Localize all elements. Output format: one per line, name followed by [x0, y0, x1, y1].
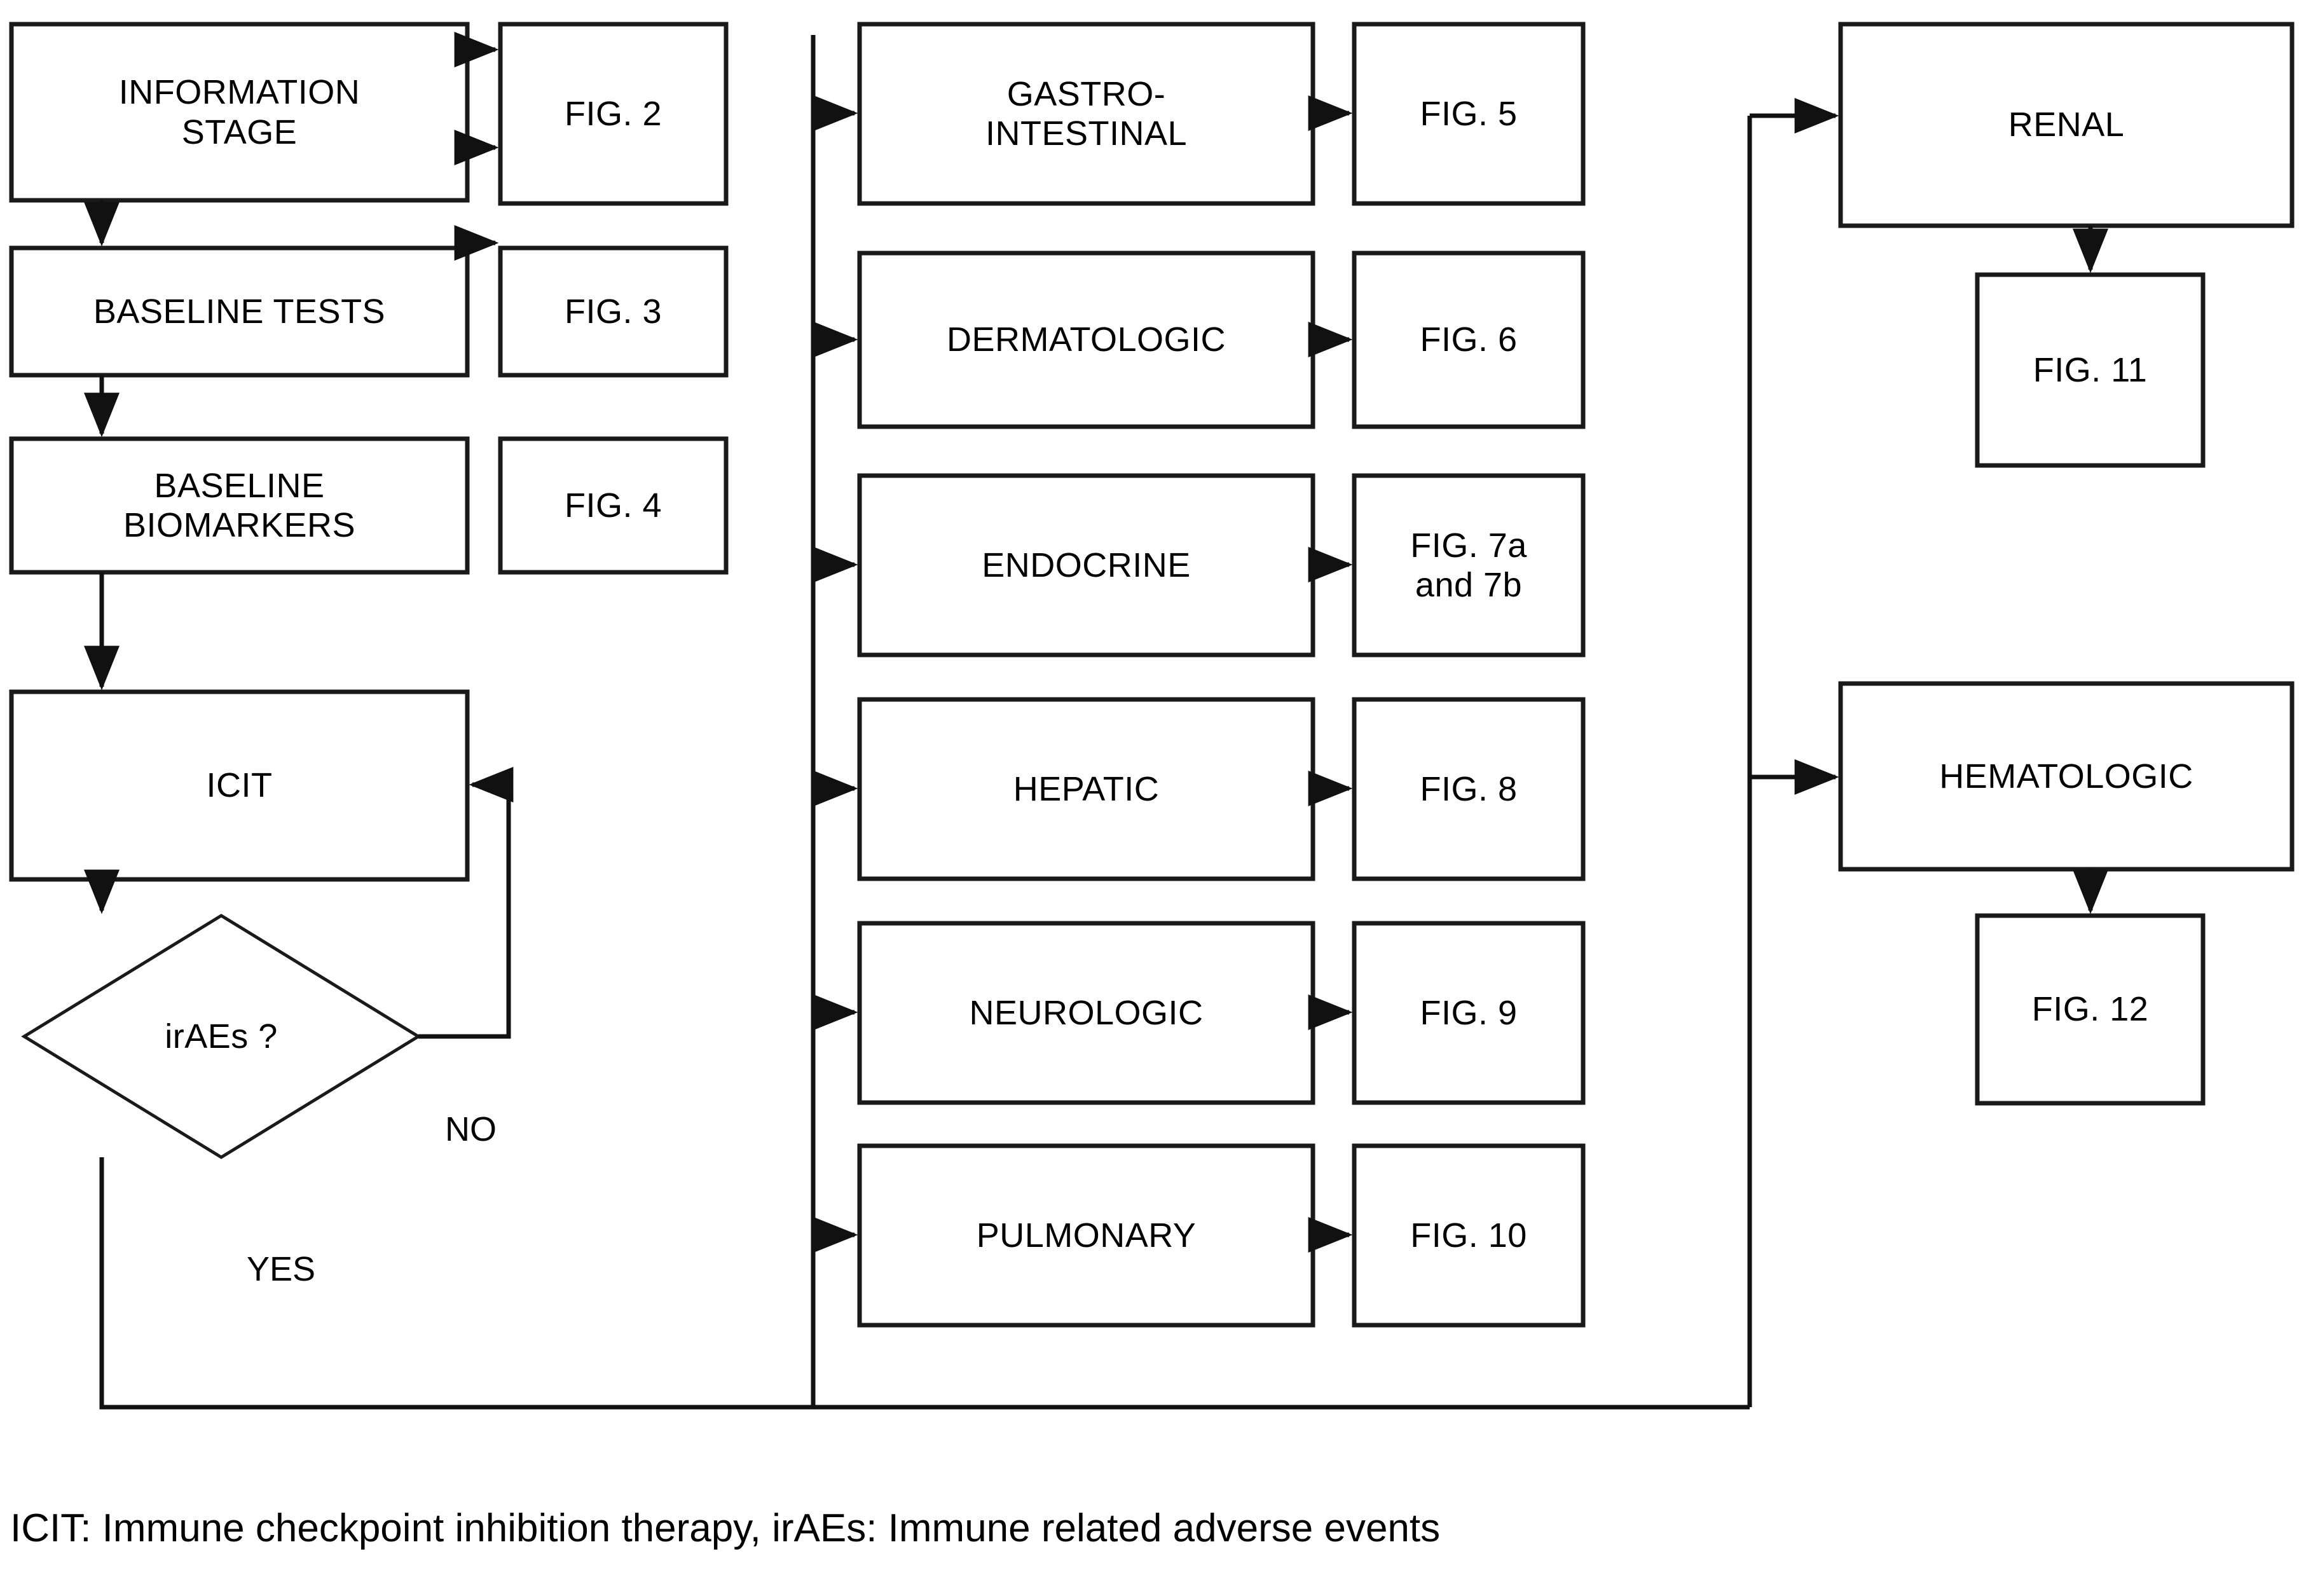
node-fig-11[interactable] [1975, 272, 2206, 468]
node-fig-7a-7b[interactable] [1352, 473, 1586, 657]
node-renal[interactable] [1838, 22, 2295, 228]
node-fig-12[interactable] [1975, 913, 2206, 1106]
node-fig-6[interactable] [1352, 251, 1586, 429]
node-pulmonary[interactable] [857, 1143, 1315, 1328]
edge-label-no: NO [445, 1110, 497, 1148]
node-gastro-intestinal[interactable] [857, 22, 1315, 206]
node-fig-4[interactable] [498, 436, 729, 575]
node-fig-10[interactable] [1352, 1143, 1586, 1328]
node-fig-2[interactable] [498, 22, 729, 206]
node-fig-3[interactable] [498, 245, 729, 378]
node-hepatic[interactable] [857, 697, 1315, 881]
node-iraes-decision[interactable] [21, 914, 422, 1159]
node-fig-8[interactable] [1352, 697, 1586, 881]
node-icit[interactable] [9, 689, 470, 882]
node-dermatologic[interactable] [857, 251, 1315, 429]
node-hematologic[interactable] [1838, 681, 2295, 872]
edge-label-yes: YES [247, 1250, 316, 1288]
edge-connectors-layer [84, 32, 2108, 1410]
node-fig-5[interactable] [1352, 22, 1586, 206]
node-neurologic[interactable] [857, 921, 1315, 1105]
edge-iraes-no-loop-to-icit [418, 767, 514, 1039]
node-endocrine[interactable] [857, 473, 1315, 657]
node-information-stage[interactable] [9, 22, 470, 203]
node-baseline-tests[interactable] [9, 245, 470, 378]
diagram-caption: ICIT: Immune checkpoint inhibition thera… [10, 1506, 1441, 1550]
edge-iraes-yes-bottom-bus [99, 1157, 1750, 1410]
node-shapes-layer [9, 22, 2295, 1328]
node-baseline-biomarkers[interactable] [9, 436, 470, 575]
node-fig-9[interactable] [1352, 921, 1586, 1105]
